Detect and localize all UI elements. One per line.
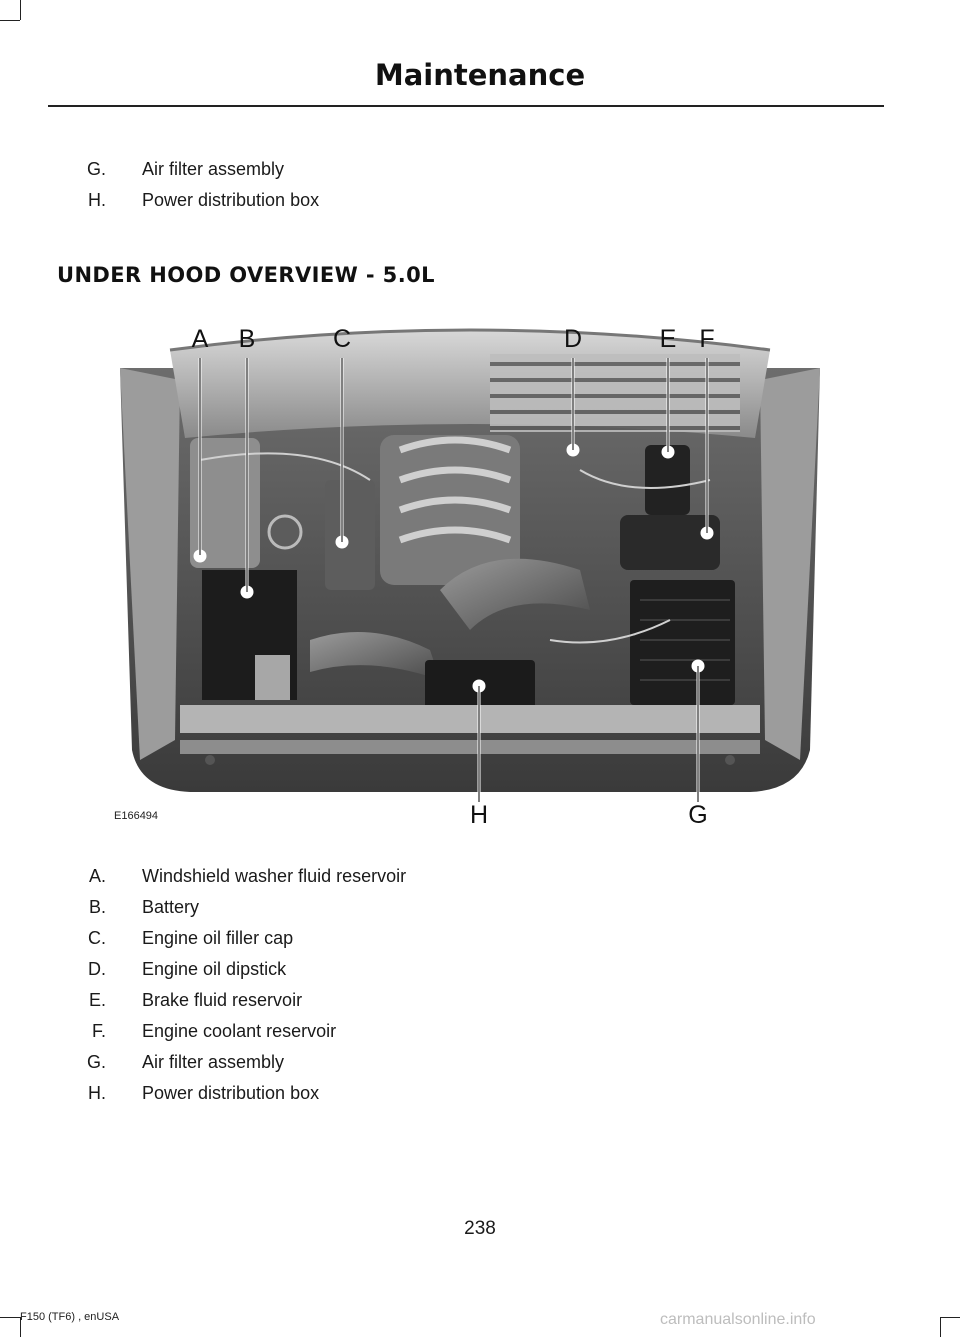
list-item-letter: C. (88, 928, 106, 948)
list-item-text: Engine coolant reservoir (142, 1021, 337, 1041)
callout-c: C (332, 325, 352, 353)
list-item-text: Windshield washer fluid reservoir (142, 866, 407, 886)
page-number: 238 (464, 1218, 496, 1239)
list-item-letter: E. (88, 990, 106, 1010)
crop-mark (940, 1317, 960, 1318)
figure-code: E166494 (114, 810, 159, 822)
document-id: F150 (TF6) , enUSA (20, 1311, 120, 1323)
list-item-letter: G. (86, 1052, 106, 1072)
callout-e: E (659, 325, 677, 353)
crop-mark (0, 20, 20, 21)
list-item-text: Air filter assembly (142, 1052, 285, 1072)
crop-mark (20, 0, 21, 20)
callout-h: H (469, 801, 489, 829)
list-item-text: Battery (142, 897, 200, 917)
callout-a: A (191, 325, 209, 353)
engine-bay-illustration (120, 328, 820, 802)
list-item-text: Power distribution box (142, 190, 320, 210)
list-item-text: Brake fluid reservoir (142, 990, 303, 1010)
list-item-letter: D. (88, 959, 106, 979)
engine-bay-figure: A B C D E F G H E166494 (110, 320, 830, 830)
callout-g: G (688, 801, 708, 829)
list-item-letter: A. (88, 866, 106, 886)
list-item-letter: G. (86, 159, 106, 179)
list-item-letter: H. (88, 1083, 106, 1103)
crop-mark (940, 1317, 941, 1337)
list-item-letter: B. (88, 897, 106, 917)
crop-mark (20, 1317, 21, 1337)
list-item-letter: H. (88, 190, 106, 210)
list-item-text: Engine oil dipstick (142, 959, 287, 979)
callout-b: B (238, 325, 256, 353)
crop-mark (0, 1317, 20, 1318)
page-title: Maintenance (374, 58, 586, 92)
list-item-text: Air filter assembly (142, 159, 285, 179)
header-divider (48, 105, 884, 107)
section-title: UNDER HOOD OVERVIEW - 5.0L (57, 263, 435, 287)
list-item-text: Power distribution box (142, 1083, 320, 1103)
callout-d: D (563, 325, 583, 353)
watermark: carmanualsonline.info (660, 1311, 816, 1328)
callout-f: F (699, 325, 715, 353)
list-item-letter: F. (91, 1021, 106, 1041)
list-item-text: Engine oil filler cap (142, 928, 294, 948)
